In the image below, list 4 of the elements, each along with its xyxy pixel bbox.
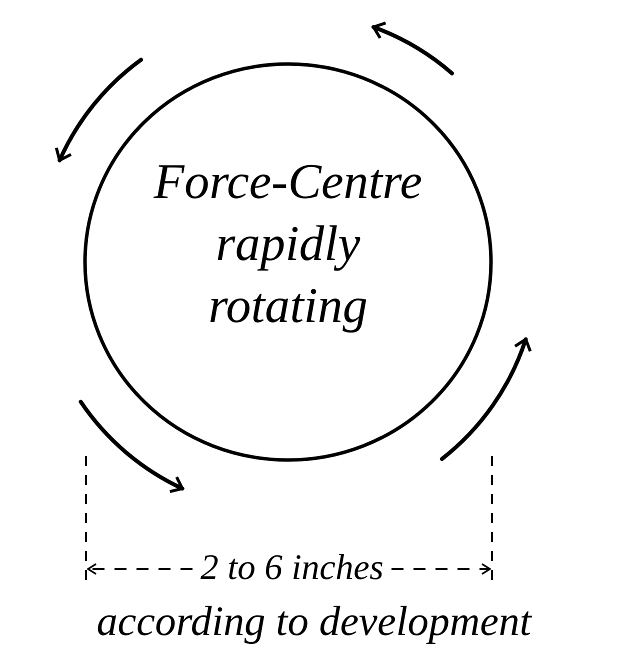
node-label: Force-Centre rapidly rotating (152, 152, 424, 335)
caption-text: according to development (96, 598, 532, 646)
dimension-label: 2 to 6 inches (200, 546, 384, 588)
circle-node (83, 62, 493, 462)
